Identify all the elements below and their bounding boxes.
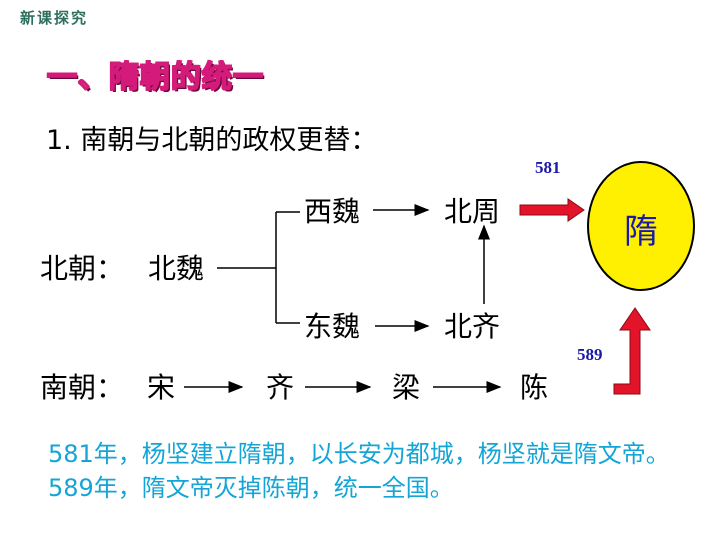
subheading: 1. 南朝与北朝的政权更替： <box>46 125 378 156</box>
node-song: 宋 <box>147 371 176 404</box>
red-arrow-chen-to-sui <box>613 307 651 395</box>
node-sui: 隋 <box>624 212 658 252</box>
year-589: 589 <box>577 345 603 364</box>
section-heading: 一、隋朝的统一 <box>46 59 264 96</box>
northern-label: 北朝： <box>40 252 125 285</box>
node-dongwei: 东魏 <box>304 310 361 343</box>
node-beizhou: 北周 <box>444 195 501 228</box>
node-qi: 齐 <box>266 371 295 404</box>
node-chen: 陈 <box>520 371 549 404</box>
section-tag: 新课探究 <box>20 9 89 27</box>
node-liang: 梁 <box>392 371 421 404</box>
sui-circle <box>587 161 695 291</box>
node-xiwei: 西魏 <box>304 195 361 228</box>
southern-label: 南朝： <box>40 371 125 404</box>
summary-text: 581年，杨坚建立隋朝，以长安为都城，杨坚就是隋文帝。589年，隋文帝灭掉陈朝，… <box>48 440 670 502</box>
red-arrow-zhou-to-sui <box>519 198 585 222</box>
year-581: 581 <box>535 158 561 177</box>
node-beiwei: 北魏 <box>148 252 205 285</box>
node-beiqi: 北齐 <box>444 310 501 343</box>
